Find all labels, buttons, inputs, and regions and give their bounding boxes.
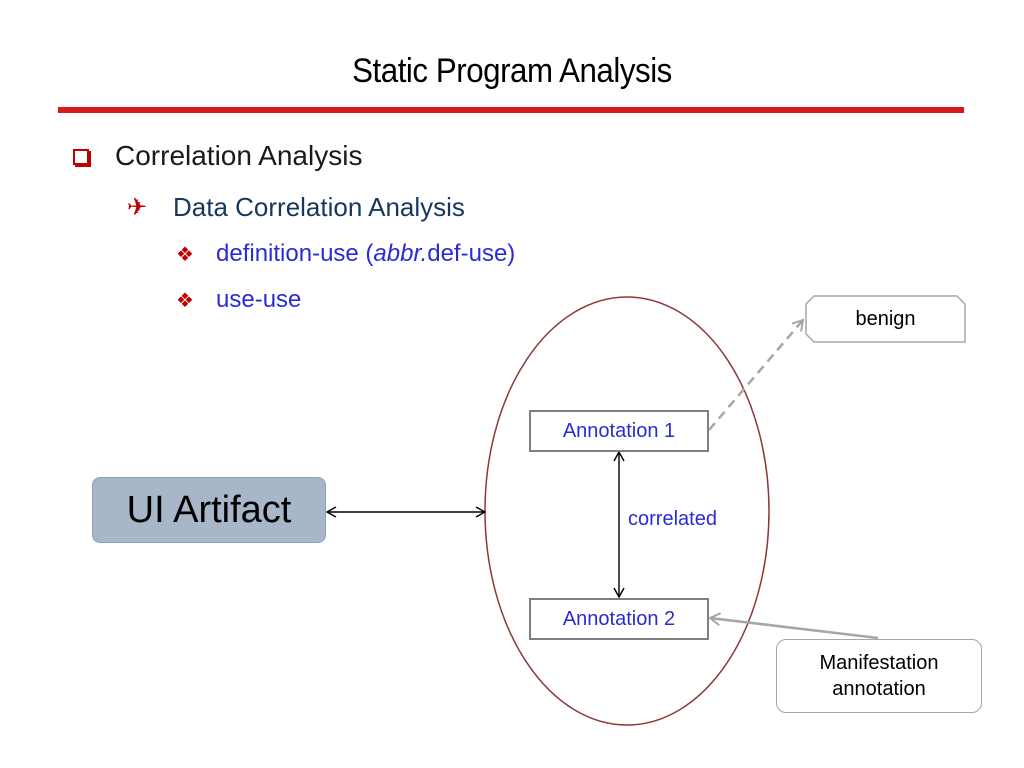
diamond-bullet-icon: ❖	[176, 289, 194, 312]
slide-title: Static Program Analysis	[352, 52, 672, 90]
benign-callout-shape	[805, 295, 966, 343]
manifest-line-1: Manifestation	[819, 652, 939, 674]
benign-dashed-connector	[708, 318, 805, 431]
correlated-label: correlated	[628, 508, 717, 530]
bullet-text-prefix: definition-use (	[216, 240, 374, 267]
diamond-bullet-icon: ❖	[176, 243, 194, 266]
bullet-definition-use: ❖ definition-use (abbr. def-use)	[176, 240, 515, 268]
bullet-text: Correlation Analysis	[115, 140, 363, 171]
benign-label: benign	[855, 307, 916, 330]
bullet-text-suffix: def-use)	[427, 240, 516, 267]
bullet-data-correlation: ✈ Data Correlation Analysis	[127, 192, 465, 223]
bullet-use-use: ❖ use-use	[176, 286, 301, 314]
manifestation-annotation-box: Manifestation annotation	[776, 639, 982, 713]
annotation-scope-ellipse	[484, 296, 770, 726]
hollow-square-bullet-icon	[73, 149, 89, 165]
manifestation-connector	[708, 612, 879, 640]
annotation-2-box: Annotation 2	[529, 598, 709, 640]
manifest-line-2: annotation	[832, 678, 926, 700]
ui-artifact-box: UI Artifact	[92, 477, 326, 543]
bullet-text-abbr: abbr.	[373, 240, 428, 267]
bullet-text: use-use	[216, 286, 302, 313]
annotation-1-box: Annotation 1	[529, 410, 709, 452]
airplane-bullet-icon: ✈	[127, 194, 148, 221]
title-divider	[58, 107, 964, 113]
bullet-correlation-analysis: Correlation Analysis	[73, 140, 362, 172]
bullet-text: Data Correlation Analysis	[173, 192, 465, 222]
